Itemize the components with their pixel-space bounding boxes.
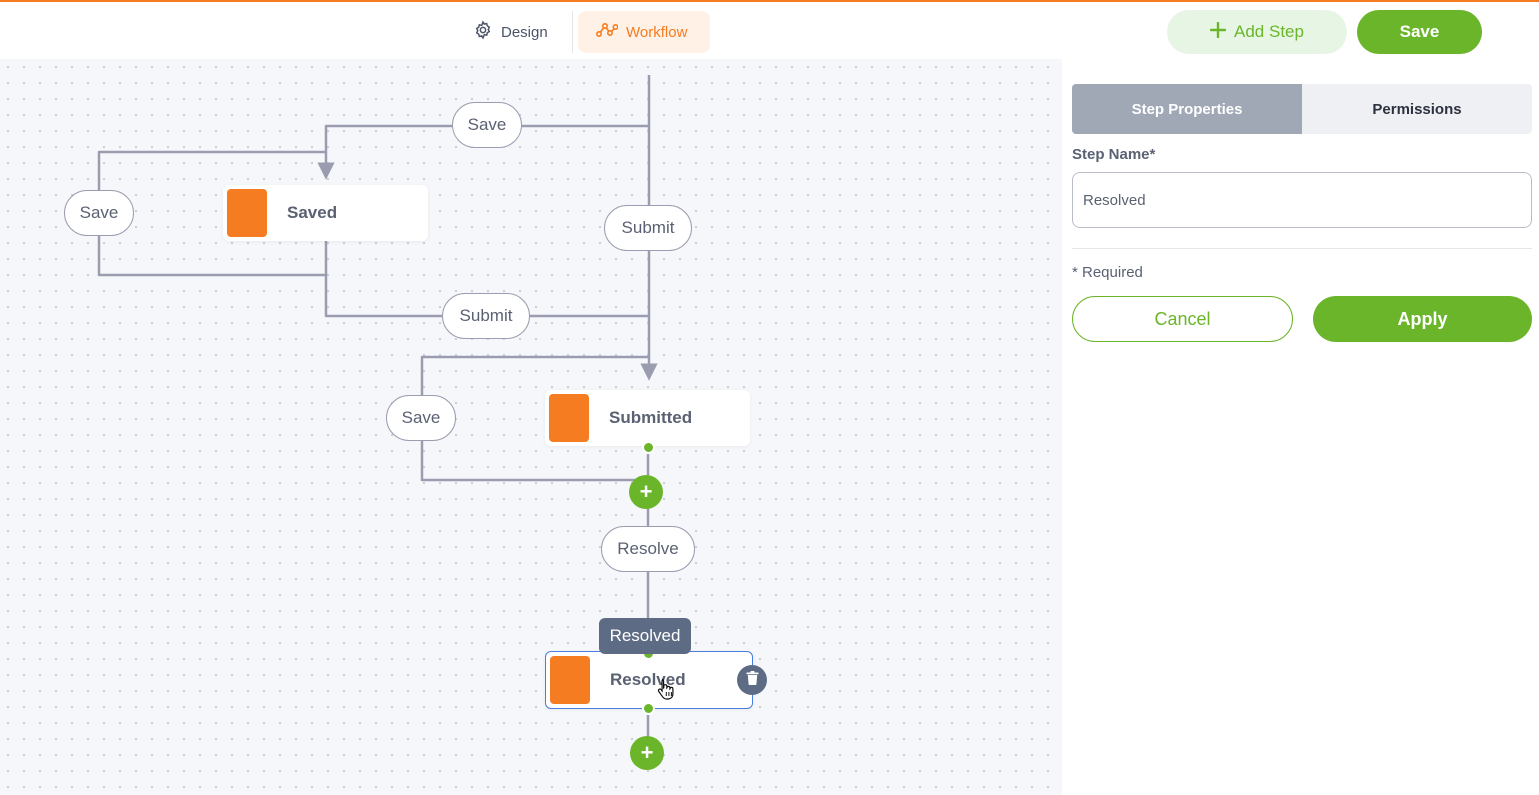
gear-icon <box>473 20 493 44</box>
tab-workflow-label: Workflow <box>626 23 688 41</box>
step-node-label: Resolved <box>610 670 686 689</box>
transition-save-submitted-loop[interactable]: Save <box>386 395 456 441</box>
step-color-swatch <box>549 394 589 442</box>
transition-resolve[interactable]: Resolve <box>601 526 695 572</box>
transition-submit-top[interactable]: Submit <box>604 205 692 251</box>
tab-step-properties[interactable]: Step Properties <box>1072 84 1302 134</box>
add-transition-button[interactable]: + <box>629 475 663 509</box>
tab-design-label: Design <box>501 23 548 41</box>
tab-design[interactable]: Design <box>455 11 566 53</box>
save-button[interactable]: Save <box>1357 10 1482 54</box>
panel-tabs: Step Properties Permissions <box>1072 84 1532 134</box>
node-tooltip: Resolved <box>599 618 691 654</box>
workflow-canvas[interactable]: Save Save Submit Submit Save Resolve Sav… <box>0 59 1062 795</box>
transition-submit-from-saved[interactable]: Submit <box>442 293 530 339</box>
step-node-submitted[interactable]: Submitted <box>545 390 750 446</box>
step-node-label: Submitted <box>609 408 693 427</box>
plus-icon <box>1209 21 1227 43</box>
transition-save-saved-loop[interactable]: Save <box>64 190 134 236</box>
step-node-label: Saved <box>287 203 338 222</box>
delete-step-button[interactable] <box>737 665 767 695</box>
workflow-icon <box>595 22 619 42</box>
apply-button[interactable]: Apply <box>1313 296 1532 342</box>
step-name-input[interactable] <box>1072 172 1532 228</box>
step-color-swatch <box>550 656 590 704</box>
trash-icon <box>746 670 759 690</box>
add-step-label: Add Step <box>1234 22 1304 41</box>
connection-handle[interactable] <box>642 702 655 715</box>
transition-save-top[interactable]: Save <box>452 102 522 148</box>
required-note: * Required <box>1072 264 1143 281</box>
tab-workflow[interactable]: Workflow <box>578 11 710 53</box>
connection-handle[interactable] <box>642 441 655 454</box>
step-color-swatch <box>227 189 267 237</box>
cancel-button[interactable]: Cancel <box>1072 296 1293 342</box>
add-transition-button[interactable]: + <box>630 736 664 770</box>
add-step-button[interactable]: Add Step <box>1167 10 1347 54</box>
transition-connectors <box>97 75 658 737</box>
step-name-label: Step Name* <box>1072 146 1156 163</box>
divider <box>1072 248 1532 249</box>
step-node-saved[interactable]: Saved <box>223 185 428 241</box>
top-bar: Design Workflow Add Step Save <box>0 0 1539 59</box>
hand-cursor-icon <box>657 678 675 705</box>
step-properties-panel: Step Properties Permissions Step Name* *… <box>1062 74 1539 795</box>
tab-permissions[interactable]: Permissions <box>1302 84 1532 134</box>
tab-divider <box>572 11 573 53</box>
